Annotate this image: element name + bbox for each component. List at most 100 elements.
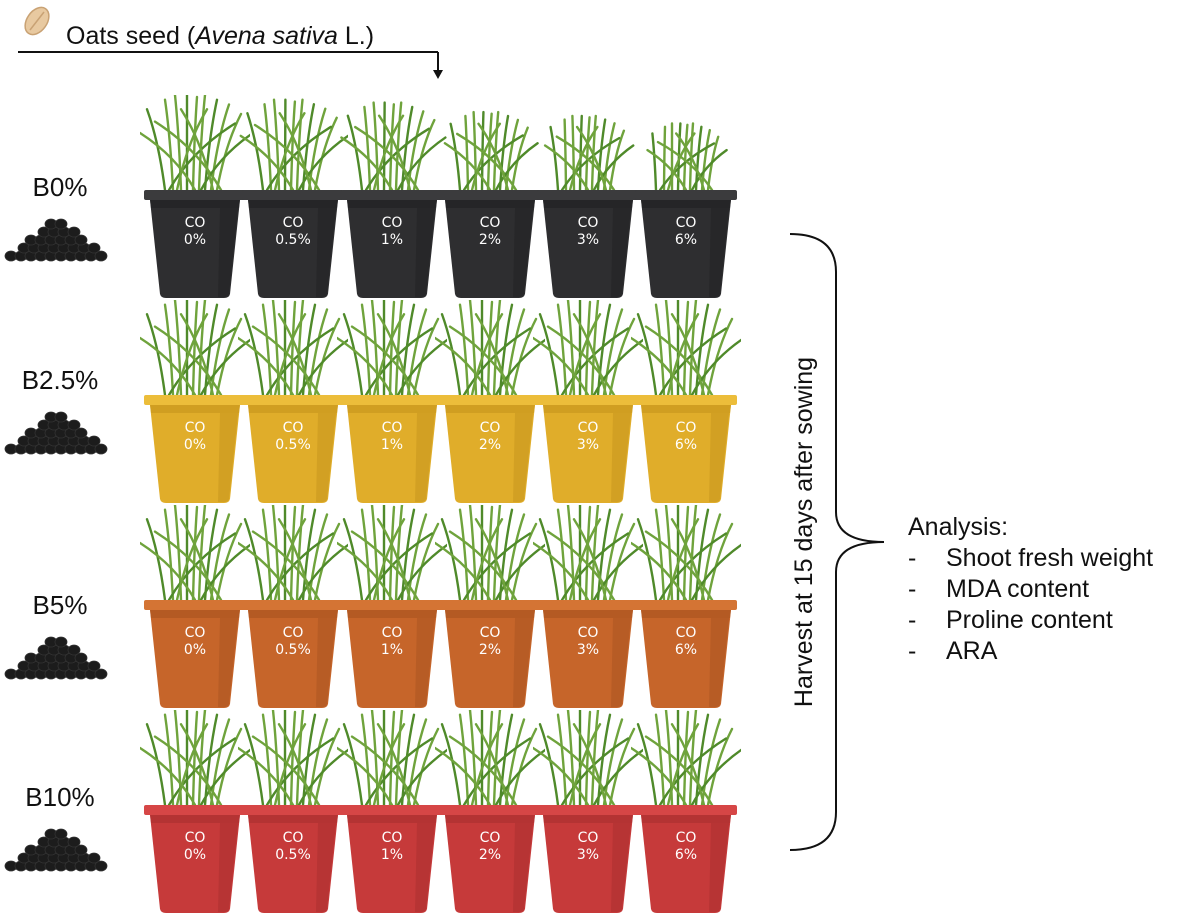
oat-seedlings [140, 710, 250, 805]
species-name: Avena sativa [195, 22, 338, 50]
pot-body [635, 805, 737, 913]
pot-label-co: CO [675, 420, 697, 436]
oat-seedlings [140, 505, 250, 600]
analysis-item: -Shoot fresh weight [908, 543, 1153, 574]
pot-body [144, 190, 246, 298]
diagram-title: Oats seed (Avena sativa L.) [66, 22, 375, 50]
pot-label-co: CO [577, 215, 599, 231]
pot-label-co: CO [479, 420, 501, 436]
oat-seedlings [533, 300, 643, 395]
pot-label-co: CO [479, 215, 501, 231]
pot-body [341, 190, 443, 298]
pot-label-dose: 0% [183, 642, 207, 658]
pot-label-dose: 2% [478, 232, 502, 248]
pot-label-co: CO [282, 215, 304, 231]
biochar-level-label: B10% [25, 782, 95, 812]
pot-label-co: CO [184, 625, 206, 641]
oat-seedlings [435, 505, 545, 600]
pot-body [144, 395, 246, 503]
pot-body [635, 600, 737, 708]
pot-label-co: CO [479, 830, 501, 846]
pot-body [144, 600, 246, 708]
pot-label-dose: 1% [380, 847, 404, 863]
oat-seedlings [543, 114, 635, 190]
oat-seedlings [337, 300, 447, 395]
analysis-item: -Proline content [908, 605, 1153, 636]
oat-seedlings [337, 710, 447, 805]
sowing-arrow [18, 51, 443, 79]
biochar-pile-icon [4, 218, 108, 262]
pot-label-co: CO [282, 830, 304, 846]
pot-body [341, 395, 443, 503]
pot-body [242, 190, 344, 298]
pot-label-dose: 6% [674, 437, 698, 453]
oat-seedlings [631, 505, 741, 600]
oat-seedlings [646, 122, 728, 190]
oat-seedlings [238, 300, 348, 395]
pot-label-dose: 0% [183, 437, 207, 453]
pot-label-dose: 0.5% [275, 437, 311, 453]
biochar-pile [2, 214, 110, 267]
analysis-item: - MDA content [908, 574, 1153, 605]
pot-body [439, 190, 541, 298]
list-dash: - [908, 575, 917, 603]
oat-seedlings [631, 710, 741, 805]
pot-body [537, 395, 639, 503]
pot-label-dose: 0.5% [275, 642, 311, 658]
pot-body [537, 600, 639, 708]
oat-seedlings [239, 98, 348, 190]
analysis-item-label: MDA content [946, 575, 1090, 603]
oat-seedlings [435, 710, 545, 805]
analysis-list: -Shoot fresh weight- MDA content-Proline … [908, 543, 1153, 667]
pot-label-dose: 1% [380, 642, 404, 658]
analysis-block: Analysis: -Shoot fresh weight-MDA conten… [908, 512, 1153, 667]
pot-body [439, 805, 541, 913]
pot-body [439, 395, 541, 503]
pot-label-dose: 0% [183, 847, 207, 863]
oat-seedlings [140, 95, 250, 190]
oat-seedlings [238, 505, 348, 600]
oat-seedlings [435, 300, 545, 395]
pot-label-co: CO [675, 215, 697, 231]
pot-body [144, 805, 246, 913]
pot-body [242, 395, 344, 503]
pot-body [341, 600, 443, 708]
pot-label-dose: 3% [576, 232, 600, 248]
analysis-item: -ARA [908, 636, 1153, 667]
biochar-level-label: B0% [32, 172, 88, 202]
pot-label-co: CO [282, 420, 304, 436]
pot-label-dose: 2% [478, 847, 502, 863]
harvest-label: Harvest at 15 days after sowing [790, 356, 818, 708]
pot-label-co: CO [381, 420, 403, 436]
